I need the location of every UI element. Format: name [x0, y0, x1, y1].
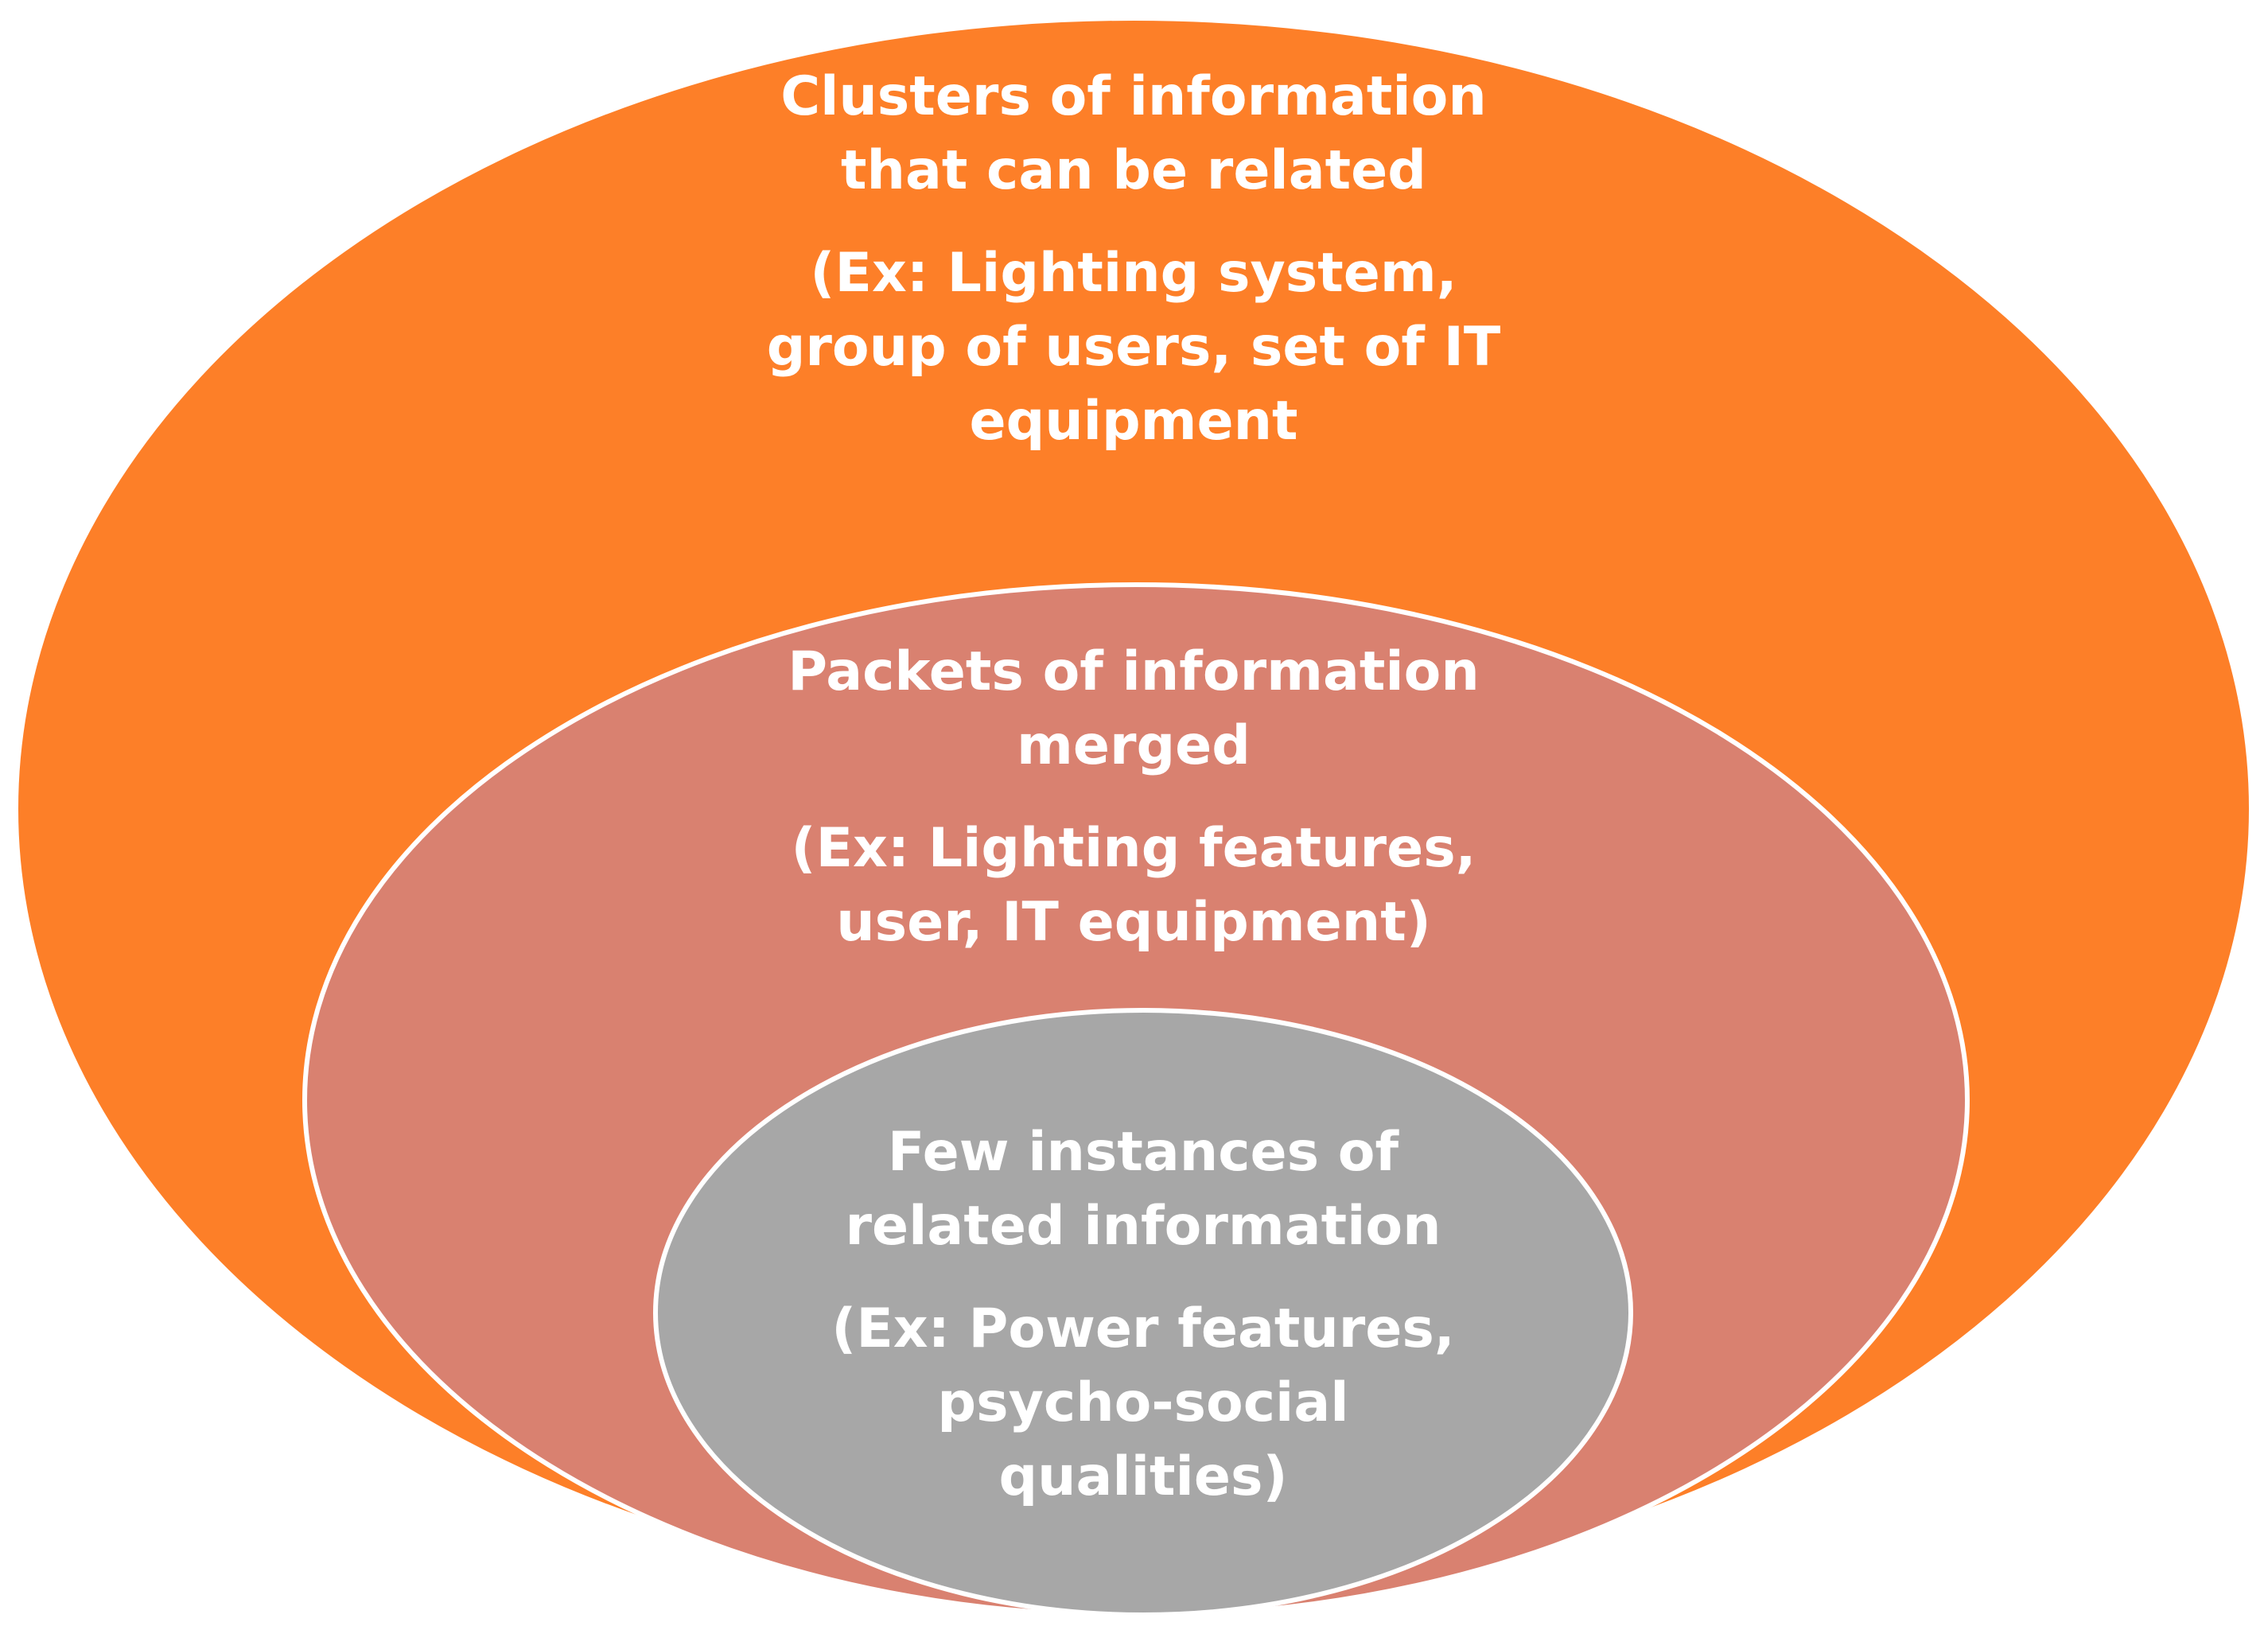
- middle-example-line: user, IT equipment): [836, 891, 1431, 954]
- inner-title-line: related information: [845, 1195, 1441, 1258]
- inner-example-line: qualities): [998, 1445, 1288, 1508]
- inner-example-line: psycho-social: [937, 1371, 1349, 1434]
- middle-label: Packets of information merged (Ex: Light…: [736, 635, 1531, 959]
- outer-example-line: (Ex: Lighting system,: [810, 242, 1457, 305]
- outer-title-line: Clusters of information: [780, 65, 1487, 128]
- middle-title-line: merged: [1017, 714, 1251, 777]
- middle-title-line: Packets of information: [788, 640, 1480, 703]
- inner-label: Few instances of related information (Ex…: [745, 1115, 1541, 1514]
- outer-title-line: that can be related: [841, 139, 1426, 202]
- outer-example-line: group of users, set of IT: [766, 316, 1501, 379]
- inner-title-line: Few instances of: [887, 1121, 1399, 1184]
- outer-example-line: equipment: [969, 390, 1298, 453]
- inner-ellipse: [653, 1008, 1633, 1617]
- middle-example-line: (Ex: Lighting features,: [791, 817, 1476, 880]
- outer-label: Clusters of information that can be rela…: [736, 60, 1531, 458]
- inner-example-line: (Ex: Power features,: [831, 1297, 1455, 1360]
